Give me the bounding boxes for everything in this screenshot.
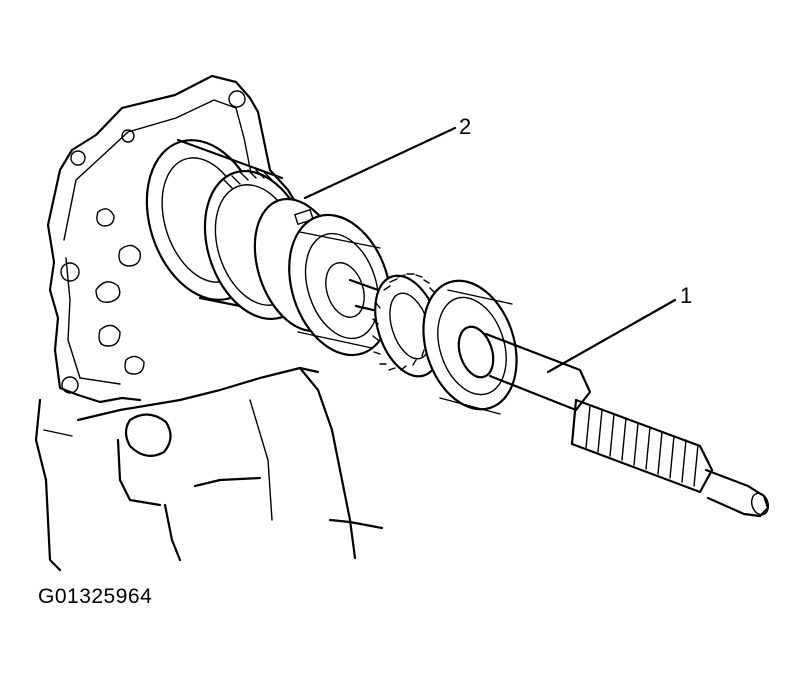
input-shaft-1	[372, 273, 770, 518]
callout-2: 2	[459, 114, 472, 139]
shaft-assembly-2	[145, 138, 392, 357]
transmission-case	[34, 74, 384, 572]
leader-line-2	[303, 126, 457, 200]
figure-id: G01325964	[38, 585, 153, 608]
callout-1: 1	[680, 283, 693, 308]
leader-line-1	[546, 298, 677, 374]
